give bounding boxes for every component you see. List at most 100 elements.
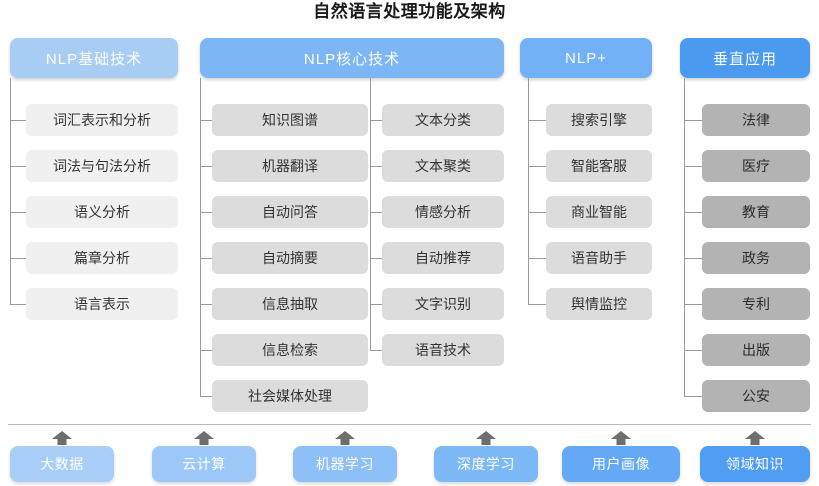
capability-item[interactable]: 信息检索: [212, 334, 368, 366]
capability-item-label: 语义分析: [74, 204, 130, 220]
connector-branch: [528, 120, 546, 121]
capability-item-label: 情感分析: [415, 204, 471, 220]
capability-item-label: 自动摘要: [262, 250, 318, 266]
connector-branch: [10, 212, 26, 213]
capability-item[interactable]: 商业智能: [546, 196, 652, 228]
foundation-item[interactable]: 深度学习: [434, 446, 538, 482]
connector-branch: [200, 396, 212, 397]
capability-item[interactable]: 教育: [702, 196, 810, 228]
capability-item[interactable]: 专利: [702, 288, 810, 320]
column-header-3[interactable]: NLP+: [520, 38, 652, 78]
capability-item[interactable]: 社会媒体处理: [212, 380, 368, 412]
foundation-item-label: 领域知识: [726, 456, 784, 472]
connector-branch: [684, 396, 702, 397]
foundation-item-label: 用户画像: [592, 456, 650, 472]
foundation-item[interactable]: 领域知识: [700, 446, 810, 482]
capability-item-label: 医疗: [742, 158, 770, 174]
capability-item[interactable]: 语义分析: [26, 196, 178, 228]
connector-trunk: [200, 78, 201, 396]
capability-item-label: 语言表示: [74, 296, 130, 312]
connector-branch: [370, 350, 382, 351]
capability-item-label: 词汇表示和分析: [53, 112, 151, 128]
column-header-label: NLP基础技术: [45, 50, 143, 68]
capability-item[interactable]: 医疗: [702, 150, 810, 182]
connector-branch: [684, 120, 702, 121]
capability-item[interactable]: 语言表示: [26, 288, 178, 320]
foundation-item[interactable]: 用户画像: [562, 446, 680, 482]
capability-item-label: 舆情监控: [571, 296, 627, 312]
capability-item-label: 专利: [742, 296, 770, 312]
capability-item[interactable]: 语音助手: [546, 242, 652, 274]
connector-branch: [528, 212, 546, 213]
connector-branch: [528, 166, 546, 167]
capability-item[interactable]: 篇章分析: [26, 242, 178, 274]
column-header-1[interactable]: NLP基础技术: [10, 38, 178, 78]
capability-item[interactable]: 情感分析: [382, 196, 504, 228]
connector-branch: [684, 166, 702, 167]
connector-branch: [10, 304, 26, 305]
capability-item-label: 知识图谱: [262, 112, 318, 128]
capability-item-label: 信息检索: [262, 342, 318, 358]
foundation-item-label: 云计算: [182, 456, 226, 472]
connector-trunk: [528, 78, 529, 304]
capability-item[interactable]: 知识图谱: [212, 104, 368, 136]
capability-item-label: 法律: [742, 112, 770, 128]
column-header-2[interactable]: NLP核心技术: [200, 38, 504, 78]
capability-item[interactable]: 机器翻译: [212, 150, 368, 182]
foundation-item[interactable]: 大数据: [10, 446, 114, 482]
capability-item[interactable]: 出版: [702, 334, 810, 366]
capability-item[interactable]: 词法与句法分析: [26, 150, 178, 182]
column-header-4[interactable]: 垂直应用: [680, 38, 810, 78]
capability-item[interactable]: 自动摘要: [212, 242, 368, 274]
connector-branch: [684, 258, 702, 259]
capability-item[interactable]: 政务: [702, 242, 810, 274]
connector-branch: [370, 304, 382, 305]
capability-item-label: 文本聚类: [415, 158, 471, 174]
connector-branch: [200, 120, 212, 121]
capability-item-label: 智能客服: [571, 158, 627, 174]
column-header-label: NLP核心技术: [303, 50, 401, 68]
capability-item-label: 公安: [742, 388, 770, 404]
foundation-item[interactable]: 云计算: [152, 446, 256, 482]
connector-branch: [200, 258, 212, 259]
up-arrow-icon: [475, 431, 497, 445]
connector-branch: [370, 166, 382, 167]
up-arrow-icon: [193, 431, 215, 445]
capability-item-label: 语音技术: [415, 342, 471, 358]
capability-item-label: 出版: [742, 342, 770, 358]
capability-item[interactable]: 信息抽取: [212, 288, 368, 320]
capability-item-label: 文本分类: [415, 112, 471, 128]
connector-branch: [370, 258, 382, 259]
capability-item-label: 商业智能: [571, 204, 627, 220]
capability-item[interactable]: 自动推荐: [382, 242, 504, 274]
foundation-item-label: 深度学习: [457, 456, 515, 472]
connector-branch: [684, 304, 702, 305]
capability-item[interactable]: 智能客服: [546, 150, 652, 182]
capability-item[interactable]: 语音技术: [382, 334, 504, 366]
capability-item[interactable]: 文字识别: [382, 288, 504, 320]
connector-branch: [684, 350, 702, 351]
foundation-divider: [8, 424, 811, 425]
connector-branch: [200, 212, 212, 213]
capability-item-label: 语音助手: [571, 250, 627, 266]
capability-item[interactable]: 舆情监控: [546, 288, 652, 320]
connector-branch: [684, 212, 702, 213]
capability-item-label: 社会媒体处理: [248, 388, 332, 404]
capability-item[interactable]: 搜索引擎: [546, 104, 652, 136]
connector-trunk: [684, 78, 685, 396]
up-arrow-icon: [744, 431, 766, 445]
capability-item-label: 机器翻译: [262, 158, 318, 174]
up-arrow-icon: [51, 431, 73, 445]
capability-item-label: 教育: [742, 204, 770, 220]
connector-branch: [528, 258, 546, 259]
foundation-item[interactable]: 机器学习: [293, 446, 397, 482]
capability-item[interactable]: 文本分类: [382, 104, 504, 136]
capability-item[interactable]: 自动问答: [212, 196, 368, 228]
capability-item[interactable]: 法律: [702, 104, 810, 136]
capability-item[interactable]: 公安: [702, 380, 810, 412]
capability-item-label: 文字识别: [415, 296, 471, 312]
capability-item-label: 词法与句法分析: [53, 158, 151, 174]
capability-item[interactable]: 文本聚类: [382, 150, 504, 182]
capability-item[interactable]: 词汇表示和分析: [26, 104, 178, 136]
connector-branch: [200, 166, 212, 167]
